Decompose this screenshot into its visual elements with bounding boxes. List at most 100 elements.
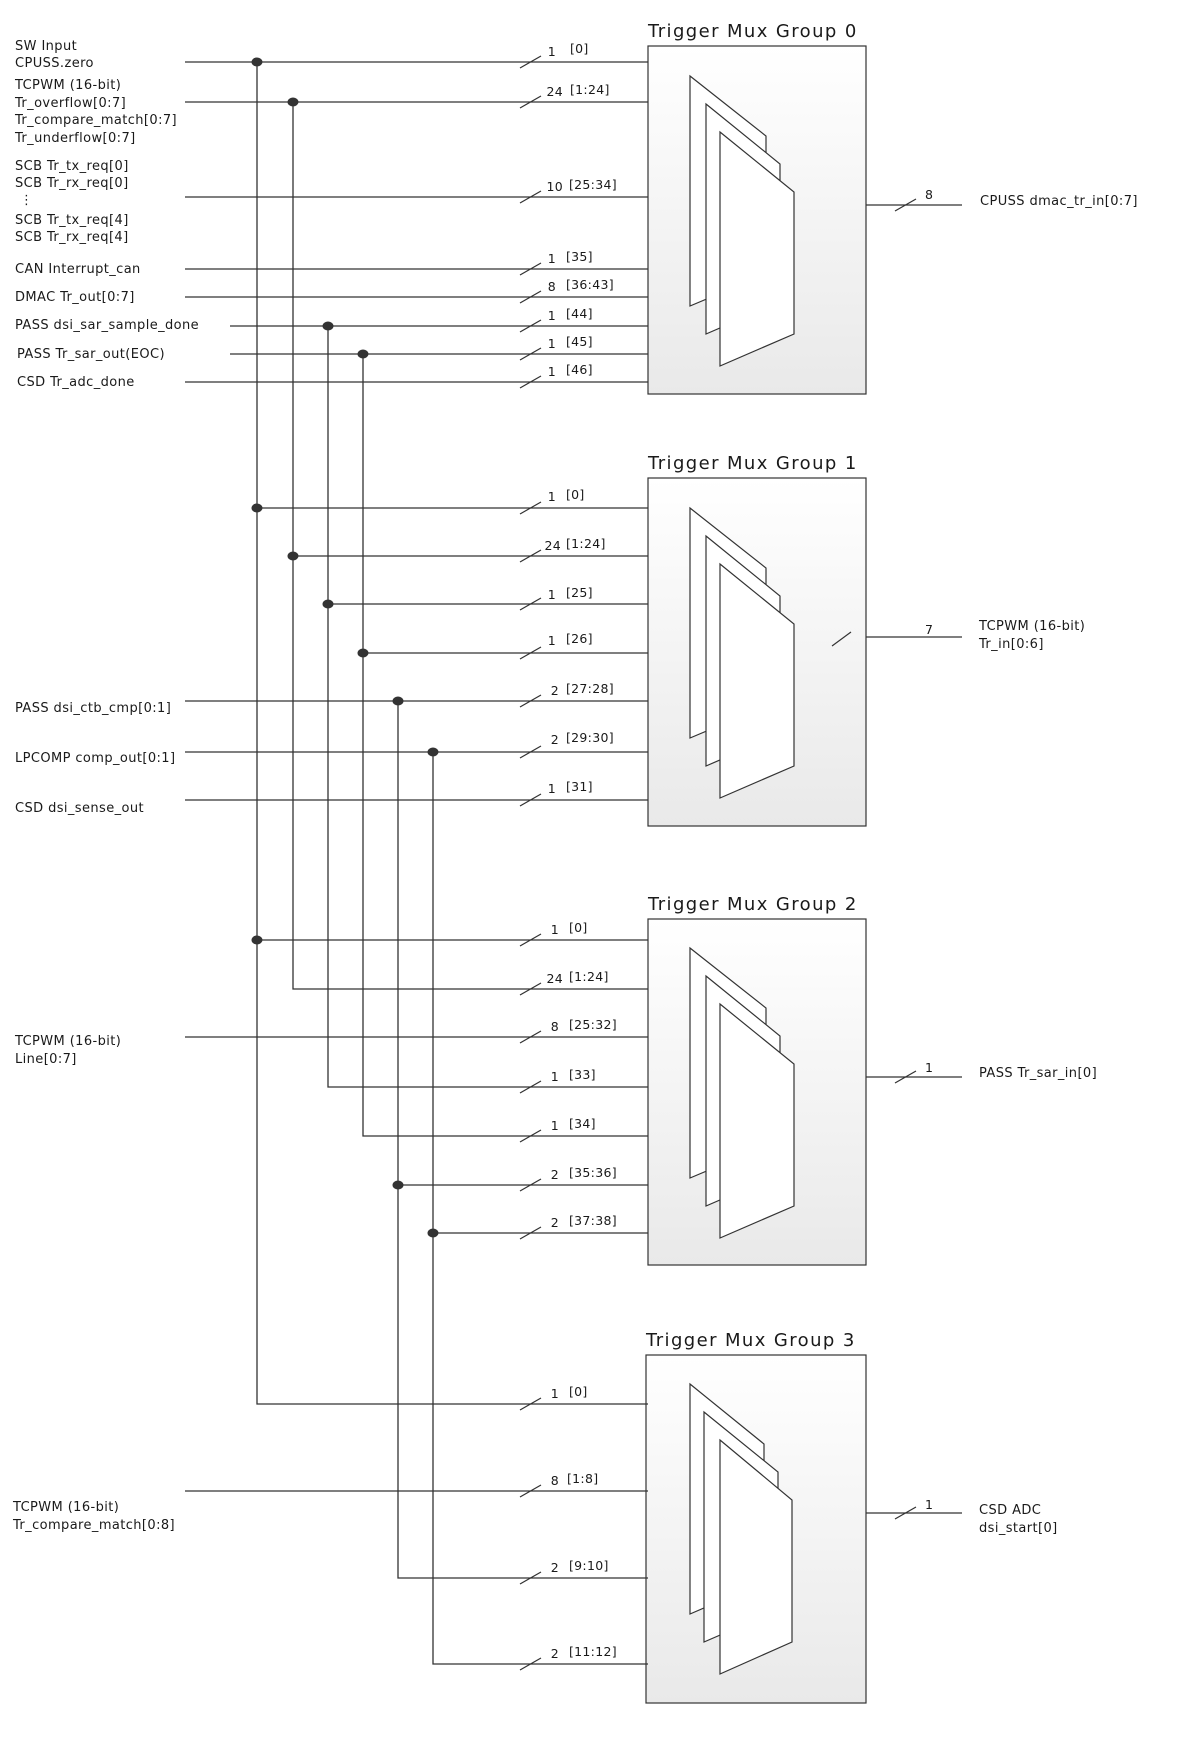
source-label-scb-rx0: SCB Tr_rx_req[0]: [15, 176, 129, 191]
junction-dot: [287, 97, 299, 107]
mux-group-title: Trigger Mux Group 3: [645, 1330, 856, 1351]
distribution-buses: [256, 62, 648, 1665]
output-count: 1: [925, 1497, 933, 1512]
bus-slash: [519, 1571, 542, 1585]
input-range: [31]: [566, 779, 593, 794]
junction-dot: [251, 503, 263, 513]
input-range: [27:28]: [566, 681, 614, 696]
bus-slash: [519, 597, 542, 611]
junction-dots: [251, 57, 439, 1238]
input-count: 8: [551, 1019, 559, 1034]
input-range: [25]: [566, 585, 593, 600]
input-count: 1: [548, 251, 556, 266]
output-group-2: 1 PASS Tr_sar_in[0]: [866, 1060, 1097, 1084]
output-label: Tr_in[0:6]: [978, 637, 1044, 652]
input-count: 2: [551, 1167, 559, 1182]
input-count: 8: [551, 1473, 559, 1488]
input-range: [29:30]: [566, 730, 614, 745]
bus-slash: [519, 694, 542, 708]
bus-slash: [519, 262, 542, 276]
bus-slash: [519, 982, 542, 996]
output-label: CPUSS dmac_tr_in[0:7]: [980, 194, 1138, 209]
bus-slash: [519, 95, 542, 109]
bus-slash: [519, 793, 542, 807]
output-group-1: 7 TCPWM (16-bit) Tr_in[0:6]: [831, 619, 1085, 652]
bus-slash: [519, 319, 542, 333]
input-range: [26]: [566, 631, 593, 646]
input-count: 1: [548, 587, 556, 602]
source-label-csd-dsi-sense-out: CSD dsi_sense_out: [15, 801, 144, 816]
bus-dsi-sar-sample-done: [327, 326, 648, 1088]
input-range: [33]: [569, 1067, 596, 1082]
source-label-tcpwm: TCPWM (16-bit): [14, 78, 121, 93]
junction-dot: [357, 648, 369, 658]
input-count: 1: [548, 633, 556, 648]
source-label-scb-tx4: SCB Tr_tx_req[4]: [15, 213, 129, 228]
input-range: [0]: [570, 41, 589, 56]
input-range: [9:10]: [569, 1558, 609, 1573]
input-count: 2: [551, 683, 559, 698]
bus-slash: [519, 55, 542, 69]
input-count: 1: [548, 781, 556, 796]
input-count: 24: [546, 971, 563, 986]
input-wires: [185, 61, 648, 1492]
input-range: [25:34]: [569, 177, 617, 192]
input-count: 24: [544, 538, 561, 553]
output-label: PASS Tr_sar_in[0]: [979, 1066, 1097, 1081]
input-bus-slashes: [519, 55, 542, 1671]
input-range: [1:24]: [566, 536, 606, 551]
bus-dsi-ctb-cmp: [397, 701, 648, 1579]
source-label-csd-tr-adc-done: CSD Tr_adc_done: [17, 375, 135, 390]
input-range: [1:8]: [567, 1471, 598, 1486]
input-count: 24: [546, 84, 563, 99]
input-range: [1:24]: [569, 969, 609, 984]
output-group-0: 8 CPUSS dmac_tr_in[0:7]: [866, 187, 1138, 212]
bus-slash: [519, 1080, 542, 1094]
input-range: [46]: [566, 362, 593, 377]
input-count: 2: [551, 1215, 559, 1230]
junction-dot: [322, 321, 334, 331]
source-label-dsi-sar-sample-done: PASS dsi_sar_sample_done: [15, 318, 199, 333]
mux-group-title: Trigger Mux Group 2: [647, 894, 858, 915]
bus-slash: [519, 646, 542, 660]
input-count: 2: [551, 732, 559, 747]
input-range: [45]: [566, 334, 593, 349]
input-count: 1: [551, 1069, 559, 1084]
input-range: [35:36]: [569, 1165, 617, 1180]
bus-slash: [519, 1030, 542, 1044]
input-range: [11:12]: [569, 1644, 617, 1659]
bus-slash: [894, 198, 917, 212]
input-range: [0]: [569, 1384, 588, 1399]
mux-symbol: [719, 1002, 795, 1239]
output-group-3: 1 CSD ADC dsi_start[0]: [866, 1497, 1058, 1536]
bus-slash: [519, 549, 542, 563]
junction-dot: [251, 57, 263, 67]
junction-dot: [287, 551, 299, 561]
bus-slash: [519, 1178, 542, 1192]
output-label: dsi_start[0]: [979, 1521, 1058, 1536]
bus-slash: [519, 1129, 542, 1143]
bus-slash: [894, 1070, 917, 1084]
bus-slash: [519, 501, 542, 515]
input-range: [0]: [569, 920, 588, 935]
bus-slash: [894, 1506, 917, 1520]
source-label-tcpwm: TCPWM (16-bit): [14, 1034, 121, 1049]
source-label-dsi-ctb-cmp: PASS dsi_ctb_cmp[0:1]: [15, 701, 171, 716]
junction-dot: [392, 696, 404, 706]
junction-dot: [427, 1228, 439, 1238]
junction-dot: [392, 1180, 404, 1190]
source-label-tr-overflow: Tr_overflow[0:7]: [14, 96, 126, 111]
junction-dot: [357, 349, 369, 359]
input-range: [1:24]: [570, 82, 610, 97]
junction-dot: [322, 599, 334, 609]
bus-slash: [519, 1397, 542, 1411]
input-count: 2: [551, 1560, 559, 1575]
input-count: 1: [548, 308, 556, 323]
input-count: 1: [548, 336, 556, 351]
source-label-cpuss-zero: CPUSS.zero: [15, 56, 94, 71]
bus-slash: [519, 745, 542, 759]
input-count: 2: [551, 1646, 559, 1661]
input-count: 1: [548, 489, 556, 504]
input-range: [44]: [566, 306, 593, 321]
input-count: 1: [551, 1118, 559, 1133]
